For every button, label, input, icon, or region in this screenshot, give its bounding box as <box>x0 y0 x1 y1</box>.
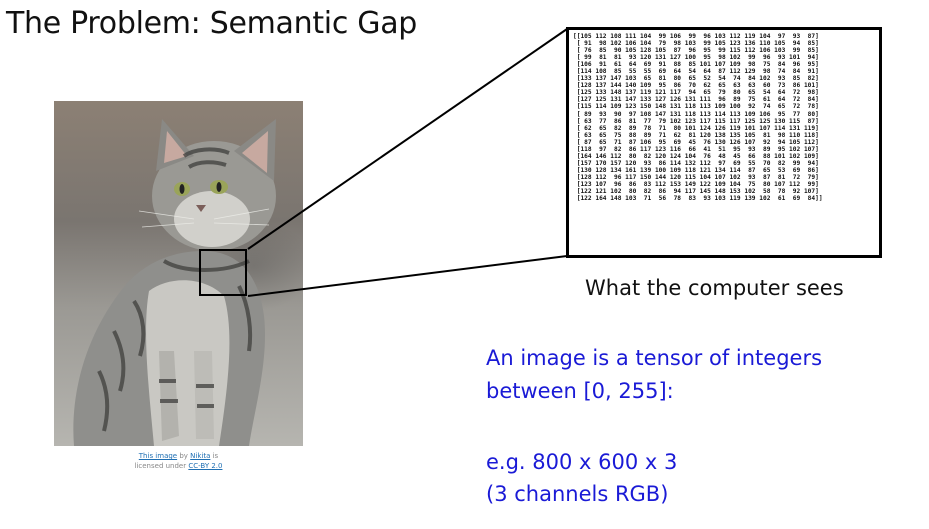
matrix-row: [125 133 148 137 119 121 117 94 65 79 80… <box>573 89 819 97</box>
explanation-line-3: e.g. 800 x 600 x 3 <box>486 450 678 474</box>
matrix-row: [ 99 81 81 93 120 131 127 100 95 98 102 … <box>573 54 819 62</box>
matrix-row: [ 89 93 90 97 108 147 131 118 113 114 11… <box>573 110 819 118</box>
zoom-region-box <box>199 249 247 296</box>
matrix-row: [ 76 85 90 105 128 105 87 96 95 99 115 1… <box>573 47 819 55</box>
explanation-line-1: An image is a tensor of integers <box>486 346 823 370</box>
matrix-row: [[105 112 108 111 104 99 106 99 96 103 1… <box>573 33 819 40</box>
matrix-row: [127 125 131 147 133 127 126 131 111 96 … <box>573 96 819 104</box>
matrix-row: [ 91 98 102 106 104 79 98 103 99 105 123… <box>573 40 819 48</box>
explanation-line-4: (3 channels RGB) <box>486 482 669 506</box>
attribution-text-by: by <box>177 452 191 460</box>
matrix-row: [164 146 112 80 82 120 124 104 76 48 45 … <box>573 152 819 160</box>
attribution-text-is: is <box>210 452 219 460</box>
matrix-row: [157 170 157 120 93 86 114 132 112 97 69… <box>573 159 819 167</box>
matrix-row: [106 91 61 64 69 91 88 85 101 107 109 98… <box>573 61 819 69</box>
pixel-value-matrix: [[105 112 108 111 104 99 106 99 96 103 1… <box>566 27 882 258</box>
image-link[interactable]: This image <box>138 452 178 460</box>
attribution-text-licensed: licensed under <box>134 462 189 470</box>
matrix-row: [ 87 65 71 87 106 95 69 45 76 130 126 10… <box>573 138 819 146</box>
author-link[interactable]: Nikita <box>190 452 211 460</box>
slide-title: The Problem: Semantic Gap <box>6 6 418 41</box>
image-attribution: This image by Nikita is licensed under C… <box>54 451 303 471</box>
matrix-row: [128 137 144 140 109 95 86 70 62 65 63 6… <box>573 82 819 90</box>
license-link[interactable]: CC-BY 2.0 <box>188 462 223 470</box>
matrix-row: [128 112 96 117 150 144 120 115 104 107 … <box>573 173 819 181</box>
matrix-row: [122 164 148 103 71 56 78 83 93 103 119 … <box>573 195 823 203</box>
matrix-row: [133 137 147 103 65 81 80 65 52 54 74 84… <box>573 75 819 83</box>
matrix-row: [ 63 77 86 81 77 79 102 123 117 115 117 … <box>573 117 819 125</box>
matrix-row: [115 114 109 123 150 148 131 118 113 109… <box>573 103 819 111</box>
matrix-row: [ 63 65 75 88 89 71 62 81 120 138 135 10… <box>573 131 819 139</box>
matrix-row: [ 62 65 82 89 78 71 80 101 124 126 119 1… <box>573 124 819 132</box>
matrix-row: [114 108 85 55 55 69 64 54 64 87 112 129… <box>573 68 819 76</box>
matrix-row: [118 97 82 86 117 123 116 66 41 51 95 93… <box>573 145 819 153</box>
matrix-row: [122 121 102 80 82 86 94 117 145 148 153… <box>573 188 819 196</box>
cat-photo <box>54 101 303 446</box>
cat-illustration <box>73 119 276 446</box>
matrix-row: [123 107 96 86 83 112 153 149 122 109 10… <box>573 180 819 188</box>
matrix-row: [130 128 134 161 139 100 109 118 121 134… <box>573 166 819 174</box>
matrix-caption: What the computer sees <box>585 276 844 300</box>
explanation-line-2: between [0, 255]: <box>486 379 674 403</box>
